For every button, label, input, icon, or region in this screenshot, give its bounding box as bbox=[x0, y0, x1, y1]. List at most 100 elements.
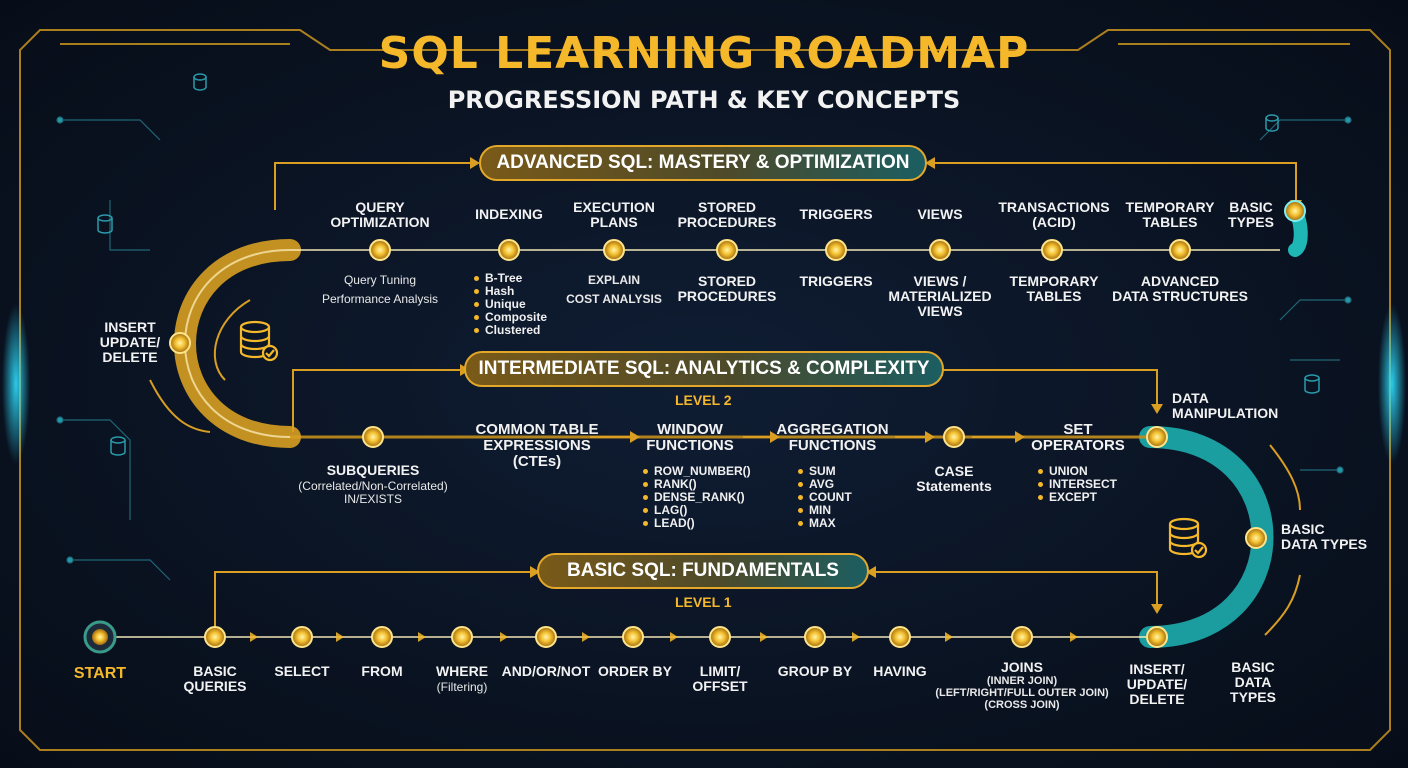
aggregation-functions-list: SUM AVG COUNT MIN MAX bbox=[798, 465, 852, 530]
node-from bbox=[371, 626, 393, 648]
node-indexing bbox=[498, 239, 520, 261]
label-set-operators: SET OPERATORS bbox=[1031, 421, 1125, 455]
label-basic-data-types-end: BASIC DATA TYPES bbox=[1230, 659, 1276, 706]
label-having: HAVING bbox=[873, 663, 927, 679]
list-item: Hash bbox=[474, 285, 547, 298]
set-operators-list: UNION INTERSECT EXCEPT bbox=[1038, 465, 1117, 504]
label-case-statements: CASE Statements bbox=[916, 463, 992, 495]
label-triggers: TRIGGERS bbox=[799, 206, 873, 222]
list-item: INTERSECT bbox=[1038, 478, 1117, 491]
label-views: VIEWS bbox=[917, 206, 963, 222]
label-window-functions: WINDOW FUNCTIONS bbox=[646, 421, 734, 455]
list-item: DENSE_RANK() bbox=[643, 491, 751, 504]
node-basic-queries bbox=[204, 626, 226, 648]
intermediate-banner-shape bbox=[464, 351, 944, 387]
basic-chevrons bbox=[250, 632, 1078, 642]
node-select bbox=[291, 626, 313, 648]
basic-nodes bbox=[204, 626, 1168, 648]
label-advanced-data-structures: ADVANCED DATA STRUCTURES bbox=[1112, 273, 1248, 305]
note-where: (Filtering) bbox=[436, 680, 488, 694]
list-item: Clustered bbox=[474, 324, 547, 337]
database-check-icon bbox=[239, 320, 279, 362]
label-from: FROM bbox=[361, 663, 403, 679]
label-where: WHERE bbox=[435, 663, 489, 679]
node-basic-types bbox=[1284, 200, 1306, 222]
label-insert-update-delete: INSERT/ UPDATE/ DELETE bbox=[1126, 661, 1188, 708]
node-execution-plans bbox=[603, 239, 625, 261]
node-limit-offset bbox=[709, 626, 731, 648]
label-data-manipulation: DATA MANIPULATION bbox=[1172, 390, 1279, 422]
label-stored-procedures-bottom: STORED PROCEDURES bbox=[677, 273, 777, 305]
label-temporary-tables: TEMPORARY TABLES bbox=[1125, 199, 1215, 231]
label-basic-types: BASIC TYPES bbox=[1228, 199, 1274, 231]
label-triggers-bottom: TRIGGERS bbox=[799, 273, 873, 289]
node-joins bbox=[1011, 626, 1033, 648]
note-cost-analysis: COST ANALYSIS bbox=[566, 292, 662, 306]
frame-border bbox=[19, 29, 1391, 751]
label-temporary-tables-bottom: TEMPORARY TABLES bbox=[1009, 273, 1099, 305]
advanced-banner: ADVANCED SQL: MASTERY & OPTIMIZATION bbox=[496, 152, 910, 173]
label-execution-plans: EXECUTION PLANS bbox=[573, 199, 655, 231]
label-subqueries: SUBQUERIES bbox=[326, 462, 420, 478]
level-1-label: LEVEL 1 bbox=[675, 594, 732, 610]
list-item: COUNT bbox=[798, 491, 852, 504]
node-stored-procedures bbox=[716, 239, 738, 261]
node-temporary-tables bbox=[1169, 239, 1191, 261]
advanced-nodes bbox=[369, 200, 1306, 261]
advanced-banner-shape bbox=[479, 145, 927, 181]
basic-banner: BASIC SQL: FUNDAMENTALS bbox=[567, 560, 839, 581]
list-item: Unique bbox=[474, 298, 547, 311]
label-limit-offset: LIMIT/ OFFSET bbox=[692, 663, 748, 695]
label-cte: COMMON TABLE EXPRESSIONS (CTEs) bbox=[475, 421, 599, 471]
label-aggregation-functions: AGGREGATION FUNCTIONS bbox=[776, 421, 889, 455]
node-subqueries bbox=[362, 426, 384, 448]
node-and-or-not bbox=[535, 626, 557, 648]
level-2-label: LEVEL 2 bbox=[675, 392, 732, 408]
indexing-list: B-Tree Hash Unique Composite Clustered bbox=[474, 272, 547, 337]
label-views-materialized: VIEWS / MATERIALIZED VIEWS bbox=[888, 273, 992, 320]
node-case bbox=[943, 426, 965, 448]
label-basic-data-types: BASIC DATA TYPES bbox=[1281, 521, 1368, 553]
node-views bbox=[929, 239, 951, 261]
node-where bbox=[451, 626, 473, 648]
intermediate-nodes bbox=[169, 332, 1267, 549]
note-joins: (INNER JOIN) (LEFT/RIGHT/FULL OUTER JOIN… bbox=[935, 675, 1109, 711]
list-item: Composite bbox=[474, 311, 547, 324]
list-item: SUM bbox=[798, 465, 852, 478]
node-insert-update-delete-left bbox=[169, 332, 191, 354]
label-group-by: GROUP BY bbox=[777, 663, 853, 679]
connector-arrows bbox=[149, 162, 1301, 637]
node-order-by bbox=[622, 626, 644, 648]
node-triggers bbox=[825, 239, 847, 261]
label-indexing: INDEXING bbox=[475, 206, 543, 222]
list-item: MIN bbox=[798, 504, 852, 517]
basic-banner-shape bbox=[537, 553, 869, 589]
label-transactions: TRANSACTIONS (ACID) bbox=[998, 199, 1110, 231]
page-title: SQL LEARNING ROADMAP bbox=[378, 28, 1030, 79]
list-item: LEAD() bbox=[643, 517, 751, 530]
node-query-optimization bbox=[369, 239, 391, 261]
node-data-manipulation bbox=[1146, 426, 1168, 448]
node-having bbox=[889, 626, 911, 648]
list-item: UNION bbox=[1038, 465, 1117, 478]
note-query-tuning: Query Tuning bbox=[343, 273, 417, 287]
label-order-by: ORDER BY bbox=[598, 663, 672, 679]
intermediate-banner: INTERMEDIATE SQL: ANALYTICS & COMPLEXITY bbox=[478, 358, 930, 379]
label-joins: JOINS bbox=[1000, 659, 1043, 675]
database-check-icon-right bbox=[1168, 517, 1208, 559]
label-select: SELECT bbox=[274, 663, 330, 679]
list-item: AVG bbox=[798, 478, 852, 491]
page-subtitle: PROGRESSION PATH & KEY CONCEPTS bbox=[447, 86, 961, 114]
node-basic-data-types bbox=[1245, 527, 1267, 549]
list-item: LAG() bbox=[643, 504, 751, 517]
list-item: MAX bbox=[798, 517, 852, 530]
list-item: B-Tree bbox=[474, 272, 547, 285]
label-query-optimization: QUERY OPTIMIZATION bbox=[330, 199, 430, 231]
label-insert-update-delete-left: INSERT UPDATE/ DELETE bbox=[99, 319, 161, 366]
label-stored-procedures: STORED PROCEDURES bbox=[677, 199, 777, 231]
node-transactions bbox=[1041, 239, 1063, 261]
node-group-by bbox=[804, 626, 826, 648]
frame-side-glows bbox=[2, 304, 1406, 464]
